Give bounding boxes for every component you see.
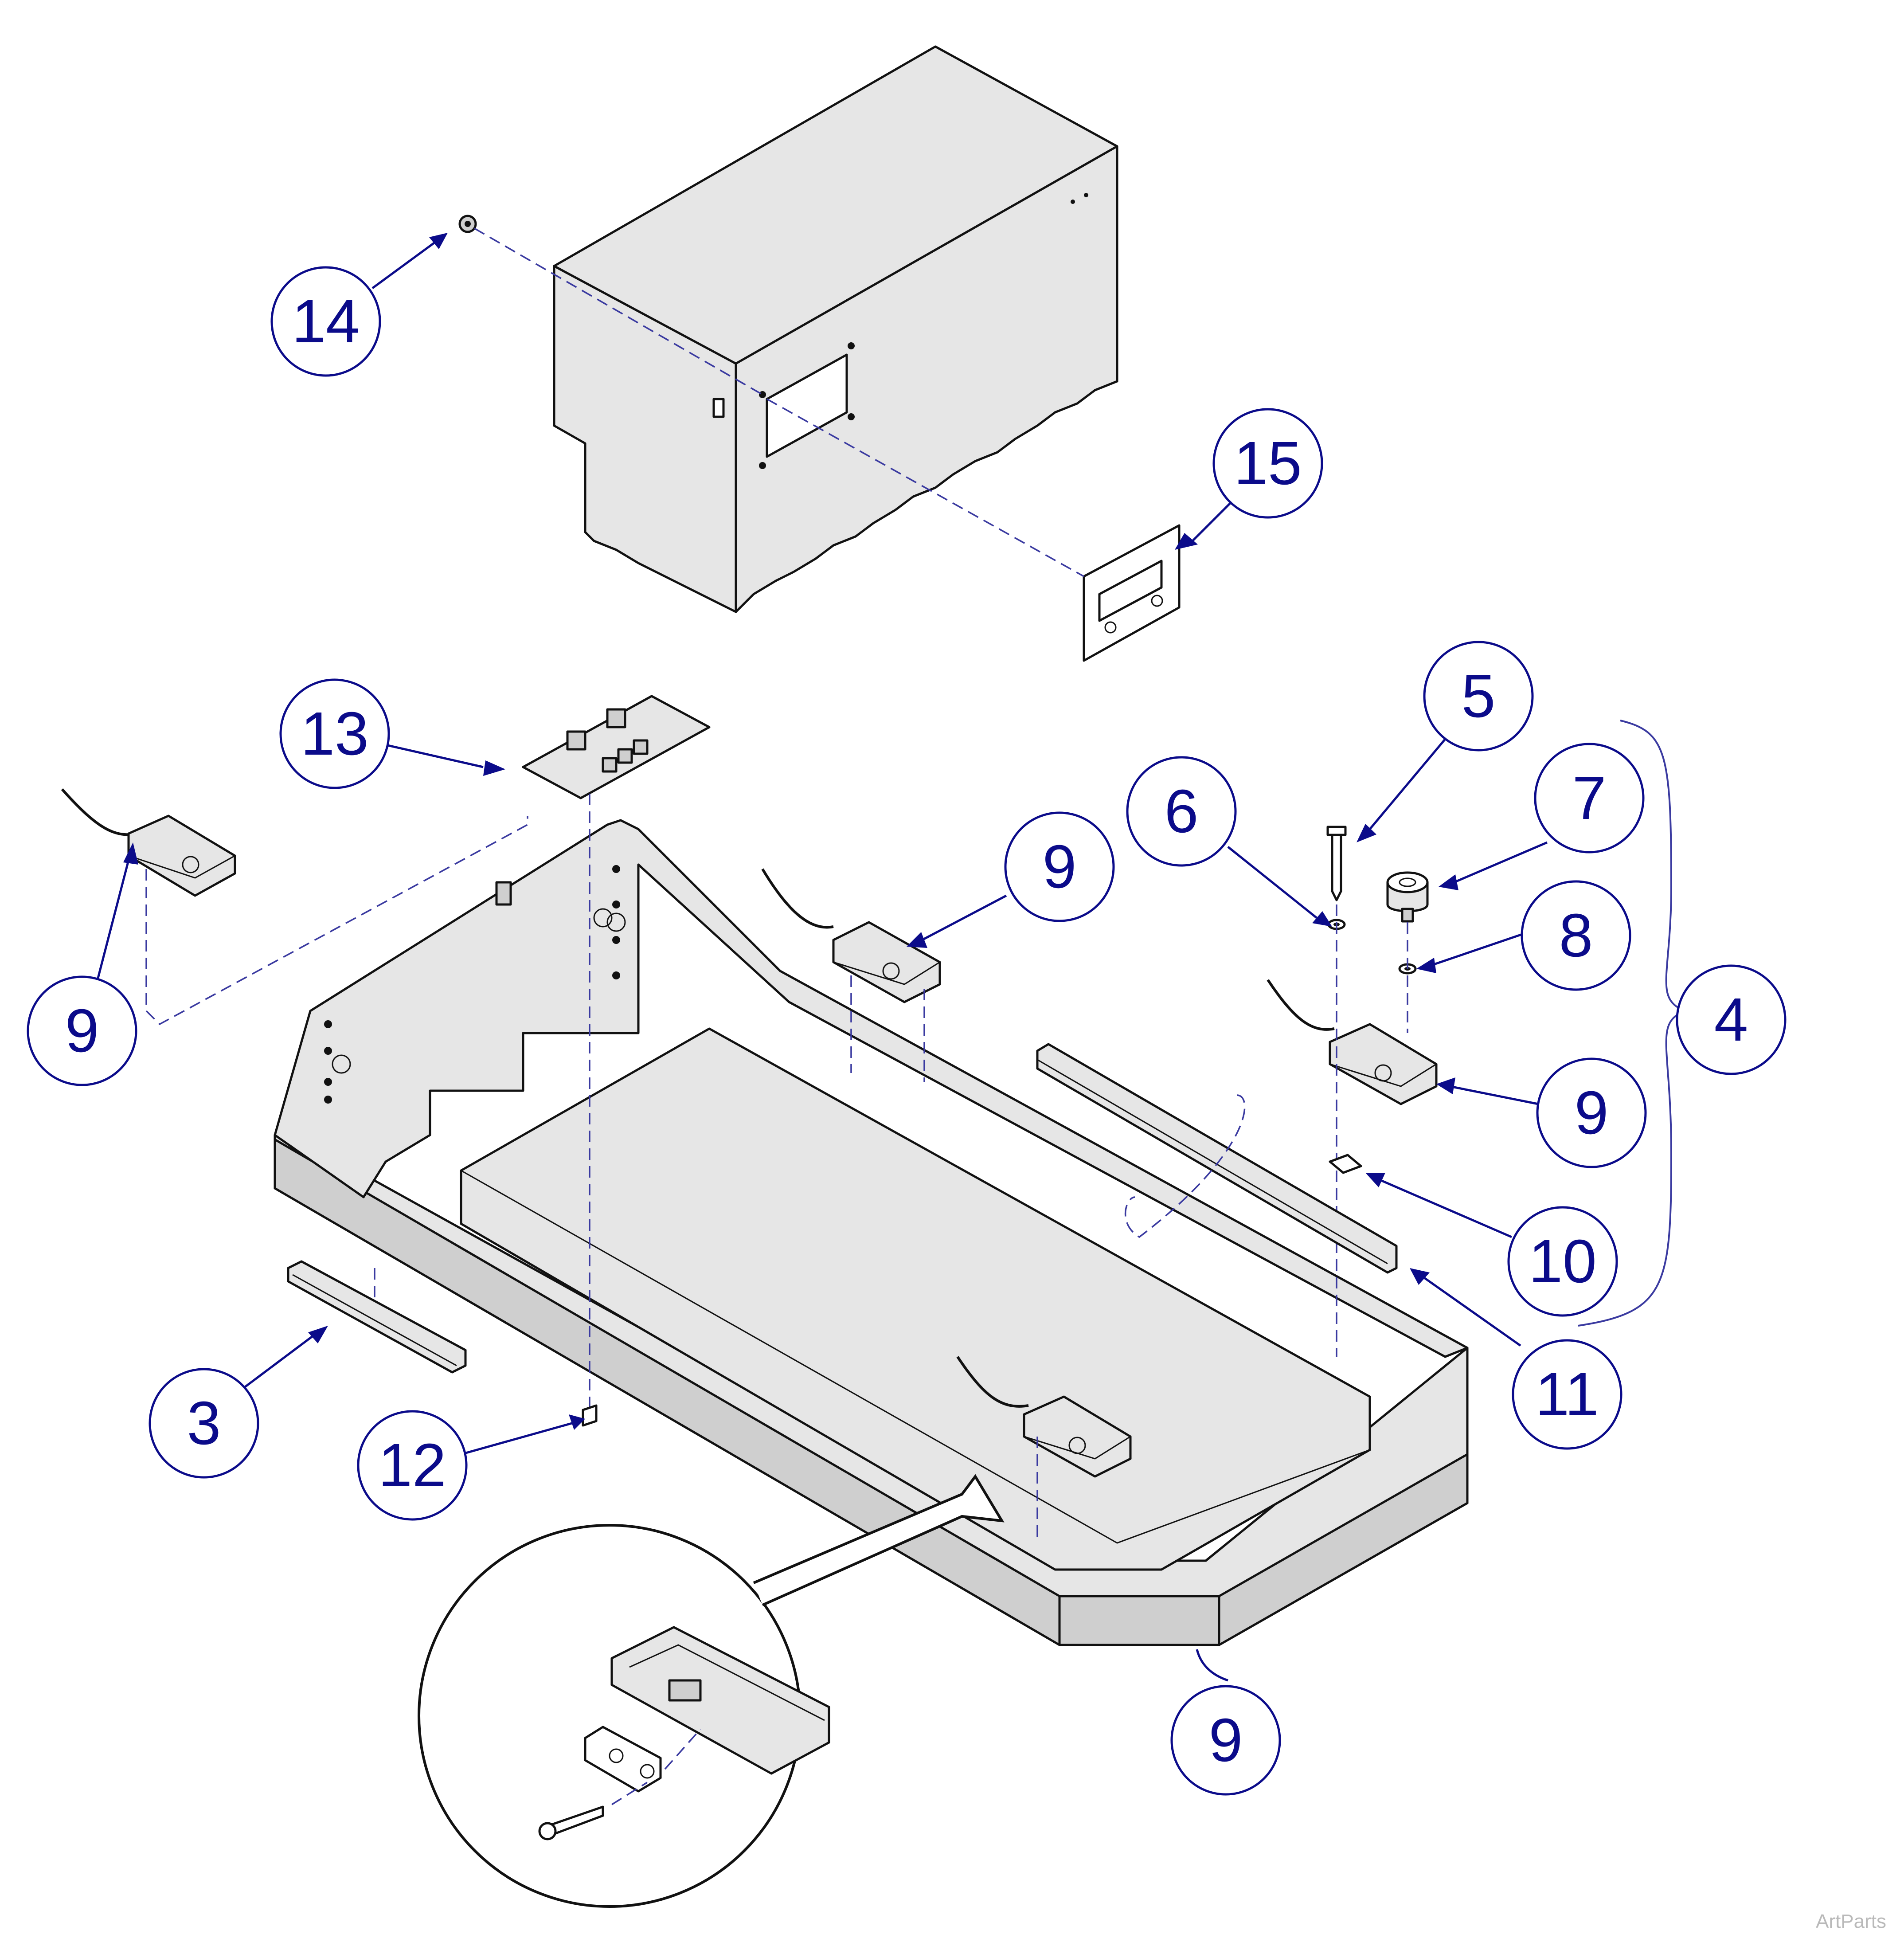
callout-5: 5 <box>1423 641 1534 752</box>
watermark: ArtParts <box>1816 1911 1886 1932</box>
callout-label-4: 4 <box>1714 986 1748 1054</box>
callout-label-8: 8 <box>1559 901 1593 970</box>
leader-lines <box>96 238 1548 1682</box>
callout-label-9-left: 9 <box>65 997 99 1065</box>
callout-9-right: 9 <box>1536 1057 1647 1168</box>
callout-label-9-center: 9 <box>1043 833 1077 901</box>
callout-8: 8 <box>1521 880 1631 991</box>
callout-label-13: 13 <box>301 700 369 768</box>
callout-7: 7 <box>1534 743 1645 854</box>
callout-label-14: 14 <box>292 287 360 356</box>
detail-view <box>418 1474 1005 1908</box>
callout-6: 6 <box>1126 756 1237 867</box>
base-platform <box>274 819 1469 1646</box>
arrowheads <box>123 233 1458 1430</box>
foot-part-7 <box>1386 871 1429 923</box>
callout-3: 3 <box>149 1368 259 1479</box>
load-cell-left <box>61 788 236 897</box>
screw-part-5 <box>1326 826 1347 901</box>
callout-label-15: 15 <box>1234 429 1302 497</box>
grommet-part-14 <box>458 215 477 233</box>
callout-4: 4 <box>1676 964 1787 1075</box>
load-cell-center <box>761 868 941 1003</box>
callout-label-9-bottom: 9 <box>1209 1706 1243 1774</box>
rail-part-11 <box>1036 1043 1398 1274</box>
callout-10: 10 <box>1507 1206 1618 1317</box>
callout-label-12: 12 <box>378 1431 446 1500</box>
rail-part-3 <box>287 1260 467 1374</box>
housing-cover <box>553 45 1118 613</box>
callout-label-10: 10 <box>1529 1227 1597 1296</box>
callout-14: 14 <box>270 266 381 377</box>
callout-label-9-right: 9 <box>1575 1079 1609 1147</box>
callout-15: 15 <box>1212 408 1323 519</box>
load-cell-right <box>1267 979 1438 1105</box>
clip-part-10 <box>1329 1154 1362 1174</box>
callout-9-center: 9 <box>1004 811 1115 922</box>
callout-label-11: 11 <box>1535 1360 1599 1429</box>
latch-part-12 <box>582 1404 598 1427</box>
callout-9-left: 9 <box>27 975 137 1086</box>
callout-label-7: 7 <box>1572 764 1607 832</box>
display-overlay-part-15 <box>1083 524 1181 662</box>
callout-label-6: 6 <box>1165 777 1199 846</box>
callout-11: 11 <box>1512 1339 1623 1450</box>
load-cell-bottom <box>956 1356 1132 1478</box>
callout-13: 13 <box>279 678 390 789</box>
circuit-board-part-13 <box>522 695 711 799</box>
callout-9-bottom: 9 <box>1170 1685 1281 1796</box>
callout-label-3: 3 <box>187 1389 221 1457</box>
callout-12: 12 <box>357 1410 468 1521</box>
callout-label-5: 5 <box>1462 662 1496 730</box>
